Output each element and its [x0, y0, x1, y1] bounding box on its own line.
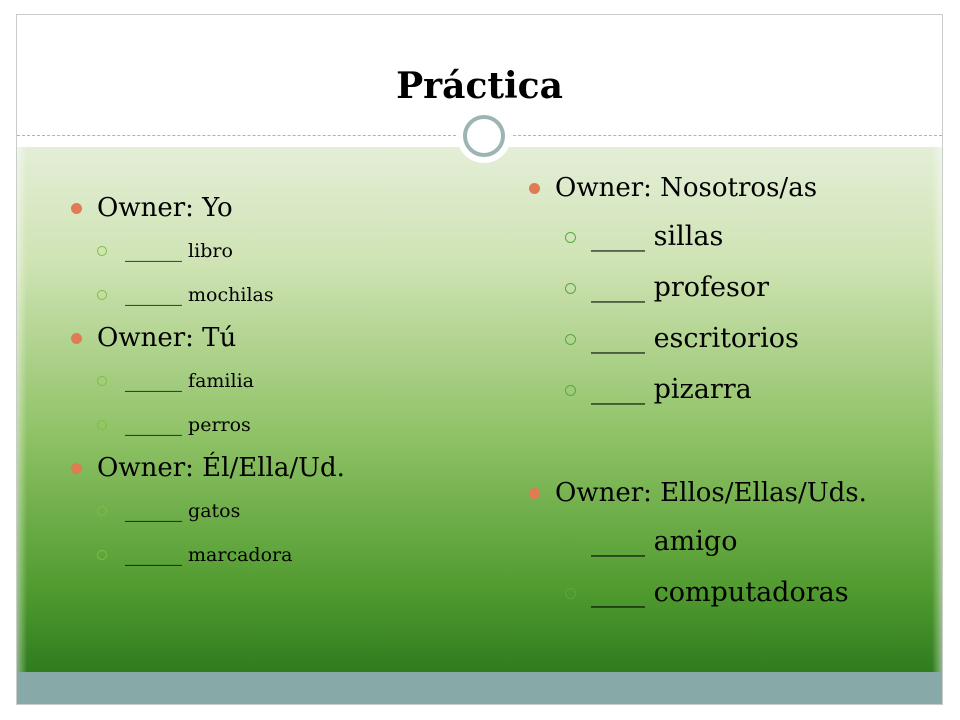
- list-subitem: ______ gatos: [67, 489, 345, 533]
- decorative-ring-icon: [463, 115, 505, 157]
- subitem-text: ______ marcadora: [125, 544, 293, 566]
- list-item-owner-yo: Owner: Yo: [67, 187, 345, 229]
- list-subitem: ______ perros: [67, 403, 345, 447]
- list-subitem: ______ mochilas: [67, 273, 345, 317]
- subitem-text: ______ libro: [125, 240, 233, 262]
- bullet-ring-icon: [565, 334, 576, 345]
- list-subitem: ______ marcadora: [67, 533, 345, 577]
- list-subitem: ______ familia: [67, 359, 345, 403]
- bullet-ring-icon: [97, 550, 107, 560]
- bullet-dot-icon: [71, 463, 82, 474]
- bullet-ring-icon: [565, 537, 576, 548]
- bullet-dot-icon: [529, 183, 540, 194]
- owner-label: Owner: Él/Ella/Ud.: [97, 453, 345, 483]
- bullet-dot-icon: [71, 333, 82, 344]
- bullet-ring-icon: [565, 588, 576, 599]
- subitem-text: ____ computadoras: [591, 577, 849, 608]
- subitem-text: ____ sillas: [591, 221, 724, 252]
- bullet-ring-icon: [97, 420, 107, 430]
- list-subitem: ____ pizarra: [523, 364, 867, 415]
- list-subitem: ____ computadoras: [523, 567, 867, 618]
- bullet-dot-icon: [529, 488, 540, 499]
- bullet-ring-icon: [97, 246, 107, 256]
- decorative-circle-icon: [457, 109, 511, 163]
- bullet-ring-icon: [565, 283, 576, 294]
- content-area: Owner: Yo ______ libro ______ mochilas O…: [17, 147, 942, 672]
- list-subitem: ____ sillas: [523, 211, 867, 262]
- subitem-text: ______ familia: [125, 370, 254, 392]
- list-item-owner-el-ella-ud: Owner: Él/Ella/Ud.: [67, 447, 345, 489]
- left-column-list: Owner: Yo ______ libro ______ mochilas O…: [67, 187, 345, 577]
- right-column-list: Owner: Nosotros/as ____ sillas ____ prof…: [523, 165, 867, 618]
- subitem-text: ______ gatos: [125, 500, 241, 522]
- bullet-ring-icon: [565, 385, 576, 396]
- list-item-owner-tu: Owner: Tú: [67, 317, 345, 359]
- list-subitem: ______ libro: [67, 229, 345, 273]
- list-subitem: ____ amigo: [523, 516, 867, 567]
- list-item-owner-nosotros: Owner: Nosotros/as: [523, 165, 867, 211]
- subitem-text: ____ amigo: [591, 526, 738, 557]
- list-item-owner-ellos: Owner: Ellos/Ellas/Uds.: [523, 470, 867, 516]
- list-subitem: ____ escritorios: [523, 313, 867, 364]
- bullet-ring-icon: [97, 376, 107, 386]
- list-spacer: [523, 415, 867, 470]
- bullet-dot-icon: [71, 203, 82, 214]
- owner-label: Owner: Tú: [97, 323, 237, 353]
- slide: Práctica Owner: Yo ______ libro ______ m…: [16, 14, 943, 705]
- subitem-text: ____ profesor: [591, 272, 770, 303]
- slide-title: Práctica: [396, 65, 563, 107]
- footer-bar: [17, 672, 942, 704]
- bullet-ring-icon: [565, 232, 576, 243]
- bullet-ring-icon: [97, 290, 107, 300]
- subitem-text: ______ perros: [125, 414, 251, 436]
- owner-label: Owner: Nosotros/as: [555, 173, 818, 203]
- list-subitem: ____ profesor: [523, 262, 867, 313]
- subitem-text: ____ pizarra: [591, 374, 752, 405]
- bullet-ring-icon: [97, 506, 107, 516]
- subitem-text: ______ mochilas: [125, 284, 274, 306]
- owner-label: Owner: Yo: [97, 193, 233, 223]
- owner-label: Owner: Ellos/Ellas/Uds.: [555, 478, 867, 508]
- subitem-text: ____ escritorios: [591, 323, 799, 354]
